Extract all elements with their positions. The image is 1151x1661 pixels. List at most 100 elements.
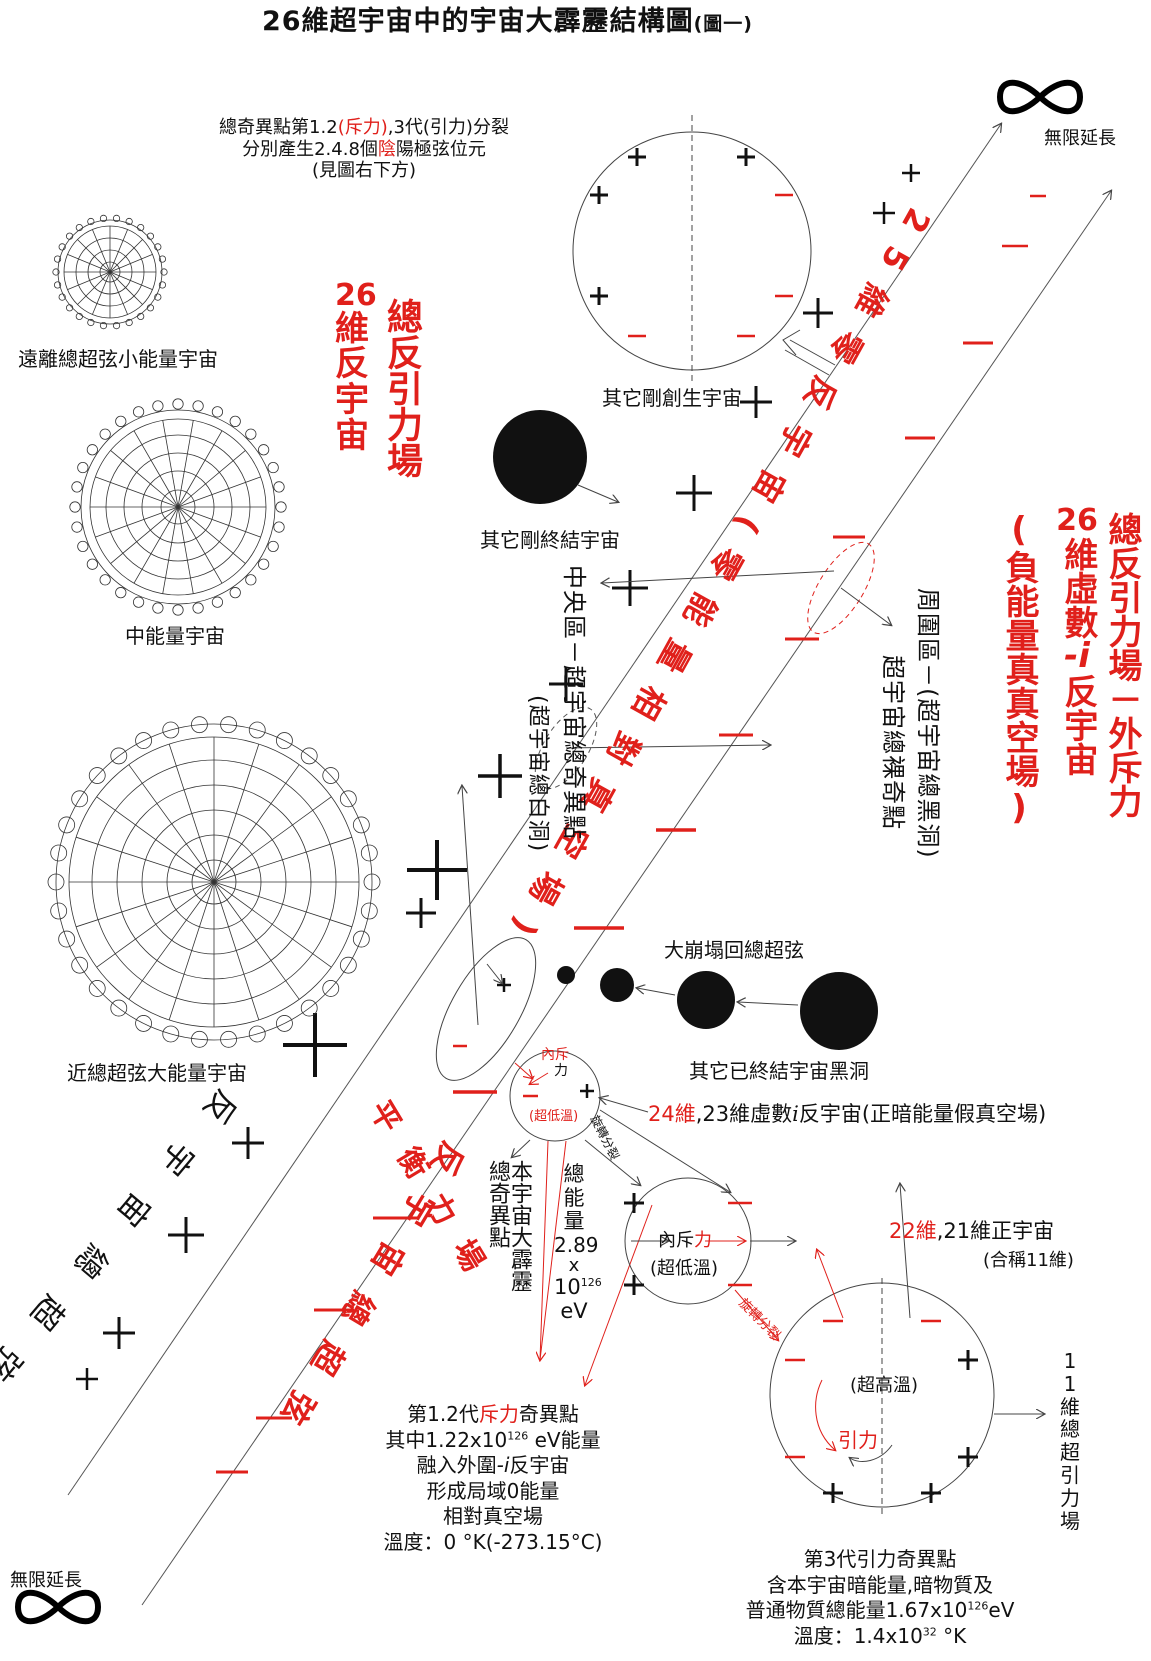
first-gen-text: 其中1.22x10 — [385, 1427, 508, 1452]
title-suffix: (圖一) — [693, 13, 753, 35]
dim26-imaginary-label: 26 維虛數 -i 反宇宙 — [1055, 505, 1099, 776]
split-note-line1: 總奇異點第1.2(斥力),3代(引力)分裂 — [170, 117, 558, 139]
dim26-anti-universe-label: 26 維 反 宇 宙 — [335, 280, 377, 454]
dim24-label: 24維,23維虛數i反宇宙(正暗能量假真空場) — [648, 1102, 1046, 1127]
universe-spoke — [213, 836, 353, 883]
dim26-number: 26 — [335, 278, 377, 313]
string-bead — [53, 281, 62, 289]
string-bead — [112, 322, 121, 330]
string-bead — [275, 501, 287, 513]
string-bead — [146, 232, 155, 240]
string-bead — [273, 521, 285, 533]
negative-energy-vacuum-label: (負能量真真空場) — [999, 510, 1039, 828]
imaginary-i-symbol: -i — [1064, 635, 1090, 676]
string-bead — [88, 767, 106, 784]
universe-spoke — [109, 229, 128, 273]
plus-sign-icon — [283, 1013, 347, 1077]
universe-spoke — [177, 506, 261, 538]
string-bead — [99, 428, 111, 440]
universe-spoke — [133, 506, 179, 584]
first-gen-line1: 第1.2代斥力奇異點 — [363, 1402, 623, 1428]
first-gen-singularity-note: 第1.2代斥力奇異點 其中1.22x10126 eV能量 融入外圍-i反宇宙 形… — [363, 1402, 623, 1556]
inner-repulsion-label-1: 內斥 — [541, 1047, 569, 1063]
string-bead — [135, 1015, 152, 1032]
string-bead — [276, 1015, 293, 1032]
first-gen-red: 斥力 — [478, 1402, 519, 1426]
universe-ring — [55, 723, 373, 1041]
first-gen-line5: 相對真空場 — [443, 1504, 543, 1529]
string-bead — [229, 587, 241, 599]
page-title: 26維超宇宙中的宇宙大霹靂結構圖(圖一) — [262, 6, 753, 38]
string-bead — [258, 558, 270, 570]
third-gen-text: eV — [988, 1598, 1015, 1623]
string-bead — [75, 223, 83, 232]
first-gen-text: 融入外圍 — [416, 1453, 497, 1478]
plus-sign-icon — [76, 1368, 98, 1390]
universe-spoke — [162, 506, 179, 594]
first-gen-text: 奇異點 — [518, 1402, 579, 1426]
split-note: 總奇異點第1.2(斥力),3代(引力)分裂 分別產生2.4.8個陰陽極弦位元 (… — [170, 117, 558, 182]
string-bead — [158, 255, 167, 263]
string-bead — [69, 501, 81, 513]
string-bead — [162, 721, 180, 739]
string-bead — [125, 318, 133, 327]
small-universe-label: 遠離總超弦小能量宇宙 — [18, 347, 218, 371]
large-universe-label: 近總超弦大能量宇宙 — [67, 1061, 247, 1085]
total-superstring-axis — [67, 124, 1111, 1606]
string-bead — [192, 400, 204, 412]
first-gen-text: 第1.2代 — [407, 1402, 479, 1426]
large-energy-universe-icon — [47, 716, 381, 1048]
split-note-line2: 分別產生2.4.8個陰陽極弦位元 — [170, 139, 558, 161]
infinite-extension-label-bottom: 無限延長 — [10, 1570, 82, 1591]
plus-sign-icon — [407, 840, 467, 900]
string-bead — [53, 255, 62, 263]
ultra-high-temp-label: (超高溫) — [850, 1375, 919, 1396]
string-bead — [162, 1025, 180, 1043]
universe-spoke — [213, 764, 300, 883]
string-bead — [47, 873, 65, 891]
dim22-red: 22維 — [889, 1219, 937, 1243]
third-gen-exponent: 32 — [922, 1625, 937, 1639]
high-temperature-circle — [769, 1184, 1044, 1515]
string-bead — [50, 844, 68, 862]
universe-spoke — [177, 430, 223, 508]
minus-markers — [216, 194, 1046, 1474]
string-bead — [71, 790, 89, 808]
split-note-red: 陰 — [377, 138, 396, 160]
universe-spoke — [67, 254, 111, 273]
universe-spoke — [92, 229, 111, 273]
string-bead — [137, 223, 145, 232]
universe-spoke — [177, 506, 194, 594]
dim22-text: ,21維正宇宙 — [936, 1219, 1055, 1243]
energy-char: 能 — [563, 1185, 585, 1210]
string-bead — [152, 602, 164, 614]
split-note-red: (斥力) — [337, 117, 388, 138]
universe-spoke — [77, 271, 111, 305]
universe-spoke — [67, 271, 111, 290]
dim26-number: 26 — [1056, 503, 1098, 538]
string-bead — [71, 521, 83, 533]
string-bead — [99, 574, 111, 586]
infinity-icon — [14, 1589, 102, 1625]
black-hole-icons — [557, 966, 878, 1050]
first-gen-i: -i — [496, 1453, 510, 1478]
string-bead — [87, 318, 95, 327]
string-bead — [58, 243, 66, 251]
split-note-line3: (見圖右下方) — [311, 160, 417, 182]
first-gen-line2: 其中1.22x10126 eV能量 — [363, 1428, 623, 1454]
third-gen-text: 普通物質總能量1.67x10 — [745, 1598, 968, 1623]
string-bead — [322, 980, 340, 997]
universe-spoke — [109, 271, 153, 290]
string-bead — [58, 816, 76, 834]
string-bead — [87, 217, 95, 226]
string-bead — [248, 721, 266, 739]
string-bead — [360, 844, 378, 862]
naked-singularity-label: 超宇宙總裸奇點 — [879, 655, 907, 830]
string-bead — [300, 747, 318, 765]
dim26-char: 宇 — [335, 379, 369, 420]
universe-spoke — [177, 476, 261, 508]
universe-spoke — [213, 881, 353, 928]
newborn-arrow-icon — [782, 329, 836, 376]
string-bead — [115, 415, 127, 427]
